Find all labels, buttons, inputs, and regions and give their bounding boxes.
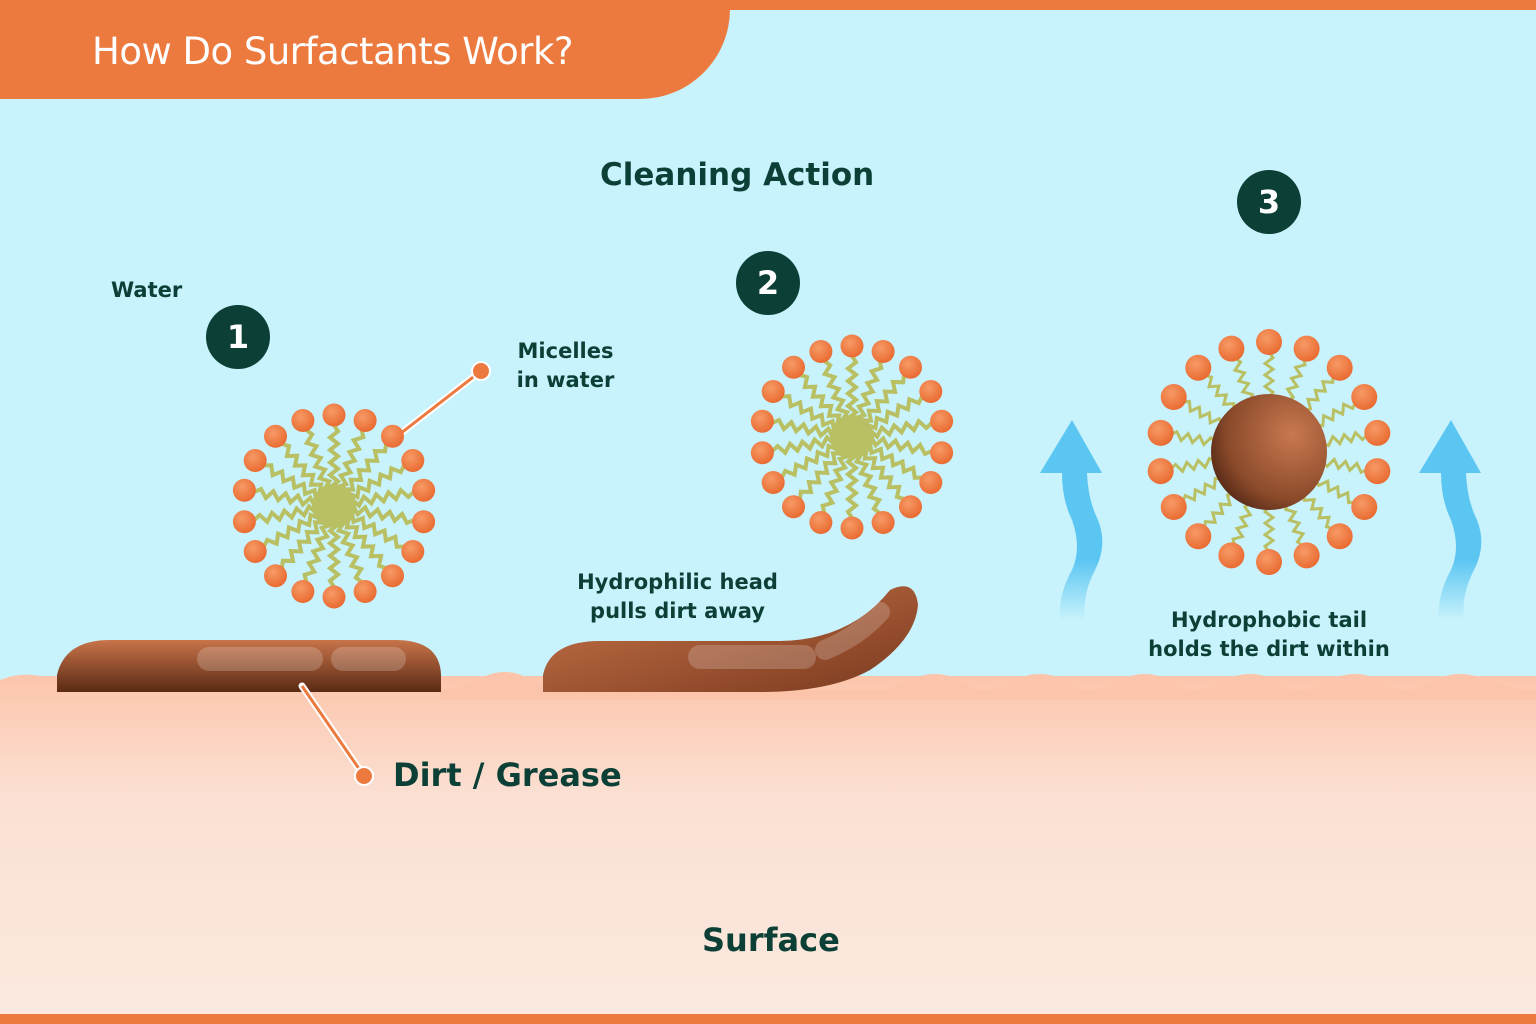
step-badge-2: 2 [736, 251, 800, 315]
dirt-blob-icon [57, 640, 441, 692]
step3-caption-line1: Hydrophobic tail [1170, 608, 1368, 632]
title-banner [0, 0, 730, 99]
water-label: Water [111, 278, 183, 302]
page-title: How Do Surfactants Work? [92, 30, 574, 73]
dirt-label: Dirt / Grease [393, 756, 622, 794]
step2-caption-line1: Hydrophilic head [577, 570, 778, 594]
diagram-heading: Cleaning Action [600, 157, 875, 193]
surface-area [0, 674, 1536, 1024]
step-badge-1: 1 [206, 305, 270, 369]
micelles-label: Micelles in water [508, 337, 623, 395]
micelle-with-dirt-icon [1147, 329, 1391, 575]
up-arrow-icon [1040, 420, 1103, 620]
top-strip [0, 0, 1536, 10]
surface-label: Surface [702, 921, 840, 959]
micelles-label-line2: in water [516, 368, 615, 392]
step3-caption-line2: holds the dirt within [1148, 637, 1390, 661]
micelles-label-line1: Micelles [517, 339, 614, 363]
step2-caption: Hydrophilic head pulls dirt away [560, 568, 795, 626]
micelle-icon [232, 403, 436, 609]
step3-caption: Hydrophobic tail holds the dirt within [1129, 606, 1409, 664]
micelle-icon [750, 334, 954, 540]
up-arrow-icon [1419, 420, 1482, 620]
step-badge-3: 3 [1237, 170, 1301, 234]
step2-caption-line2: pulls dirt away [590, 599, 765, 623]
dirt-blob-stretched-icon [543, 586, 918, 692]
bottom-strip [0, 1014, 1536, 1024]
